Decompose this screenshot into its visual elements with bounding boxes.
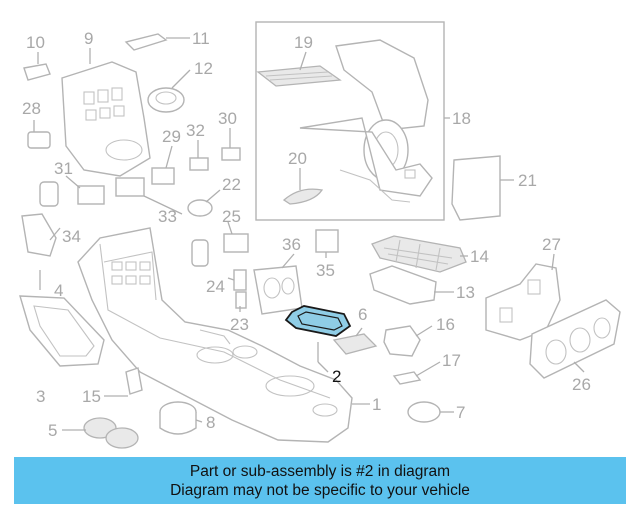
part-14-mat bbox=[371, 235, 467, 273]
part-23-switch bbox=[235, 291, 247, 309]
callout-6: 6 bbox=[358, 305, 367, 324]
part-29-switch bbox=[151, 167, 175, 185]
callout-22: 22 bbox=[222, 175, 241, 194]
part-24-switch bbox=[233, 269, 247, 291]
exploded-parts-diagram: 1 2 3 4 5 6 7 8 9 10 11 12 13 14 15 16 1… bbox=[19, 21, 621, 449]
caption-line-disclaimer: Diagram may not be specific to your vehi… bbox=[170, 481, 470, 499]
info-banner: Part or sub-assembly is #2 in diagram Di… bbox=[14, 457, 626, 504]
callout-3: 3 bbox=[36, 387, 45, 406]
leader-lines bbox=[33, 37, 585, 431]
callout-32: 32 bbox=[186, 121, 205, 140]
part-22-knob bbox=[187, 199, 213, 217]
callout-30: 30 bbox=[218, 109, 237, 128]
part-socket-mid bbox=[191, 239, 209, 267]
callout-12: 12 bbox=[194, 59, 213, 78]
callout-26: 26 bbox=[572, 375, 591, 394]
callout-23: 23 bbox=[230, 315, 249, 334]
part-35-socket bbox=[315, 229, 339, 253]
callout-8: 8 bbox=[206, 413, 215, 432]
part-20-pad bbox=[282, 188, 324, 205]
part-33-switch bbox=[115, 177, 145, 197]
part-9-dash-bezel bbox=[61, 61, 151, 177]
part-36-trim bbox=[253, 265, 303, 315]
callout-5: 5 bbox=[48, 421, 57, 440]
part-8-cup bbox=[159, 401, 197, 435]
callout-16: 16 bbox=[436, 315, 455, 334]
part-17-clip bbox=[392, 371, 422, 385]
part-26-climate-control bbox=[529, 299, 621, 379]
callout-19: 19 bbox=[294, 33, 313, 52]
part-center-console bbox=[77, 227, 353, 443]
callout-labels: 1 2 3 4 5 6 7 8 9 10 11 12 13 14 15 16 1… bbox=[22, 29, 591, 440]
part-13-cover bbox=[369, 265, 437, 305]
callout-11: 11 bbox=[192, 29, 210, 48]
part-21-panel bbox=[451, 155, 501, 221]
callout-21: 21 bbox=[518, 171, 537, 190]
part-34-bracket bbox=[21, 213, 57, 257]
callout-2: 2 bbox=[332, 367, 341, 386]
part-16-bracket bbox=[383, 325, 421, 357]
part-32-switch bbox=[189, 157, 209, 171]
callout-18: 18 bbox=[452, 109, 471, 128]
callout-35: 35 bbox=[316, 261, 335, 280]
part-socket-left bbox=[39, 181, 59, 207]
part-2-highlighted-trim bbox=[284, 305, 352, 337]
callout-36: 36 bbox=[282, 235, 301, 254]
part-5-grille bbox=[83, 417, 139, 449]
callout-17: 17 bbox=[442, 351, 461, 370]
callout-15: 15 bbox=[82, 387, 101, 406]
part-armrest bbox=[299, 39, 433, 203]
callout-20: 20 bbox=[288, 149, 307, 168]
part-27-bracket bbox=[485, 263, 561, 341]
caption-line-part: Part or sub-assembly is #2 in diagram bbox=[189, 462, 451, 480]
callout-13: 13 bbox=[456, 283, 475, 302]
callout-14: 14 bbox=[470, 247, 489, 266]
callout-31: 31 bbox=[54, 159, 73, 178]
callout-27: 27 bbox=[542, 235, 561, 254]
part-4-side-panel bbox=[19, 295, 105, 367]
part-19-mat bbox=[256, 65, 342, 87]
part-30-switch bbox=[221, 147, 241, 161]
part-15-bracket bbox=[125, 367, 143, 395]
callout-7: 7 bbox=[456, 403, 465, 422]
part-28-switch bbox=[27, 131, 51, 149]
part-11-tray bbox=[124, 33, 168, 51]
callout-10: 10 bbox=[26, 33, 45, 52]
part-25-switch bbox=[223, 233, 249, 253]
callout-33: 33 bbox=[158, 207, 177, 226]
callout-29: 29 bbox=[162, 127, 181, 146]
callout-9: 9 bbox=[84, 29, 93, 48]
part-6-mat bbox=[332, 333, 378, 355]
callout-1: 1 bbox=[372, 395, 381, 414]
part-31-switch bbox=[77, 185, 105, 205]
part-12-knob bbox=[147, 87, 185, 113]
callout-24: 24 bbox=[206, 277, 225, 296]
part-10-clip bbox=[23, 63, 51, 81]
callout-25: 25 bbox=[222, 207, 241, 226]
part-7-disc bbox=[407, 401, 441, 423]
callout-28: 28 bbox=[22, 99, 41, 118]
callout-4: 4 bbox=[54, 281, 63, 300]
callout-34: 34 bbox=[62, 227, 81, 246]
